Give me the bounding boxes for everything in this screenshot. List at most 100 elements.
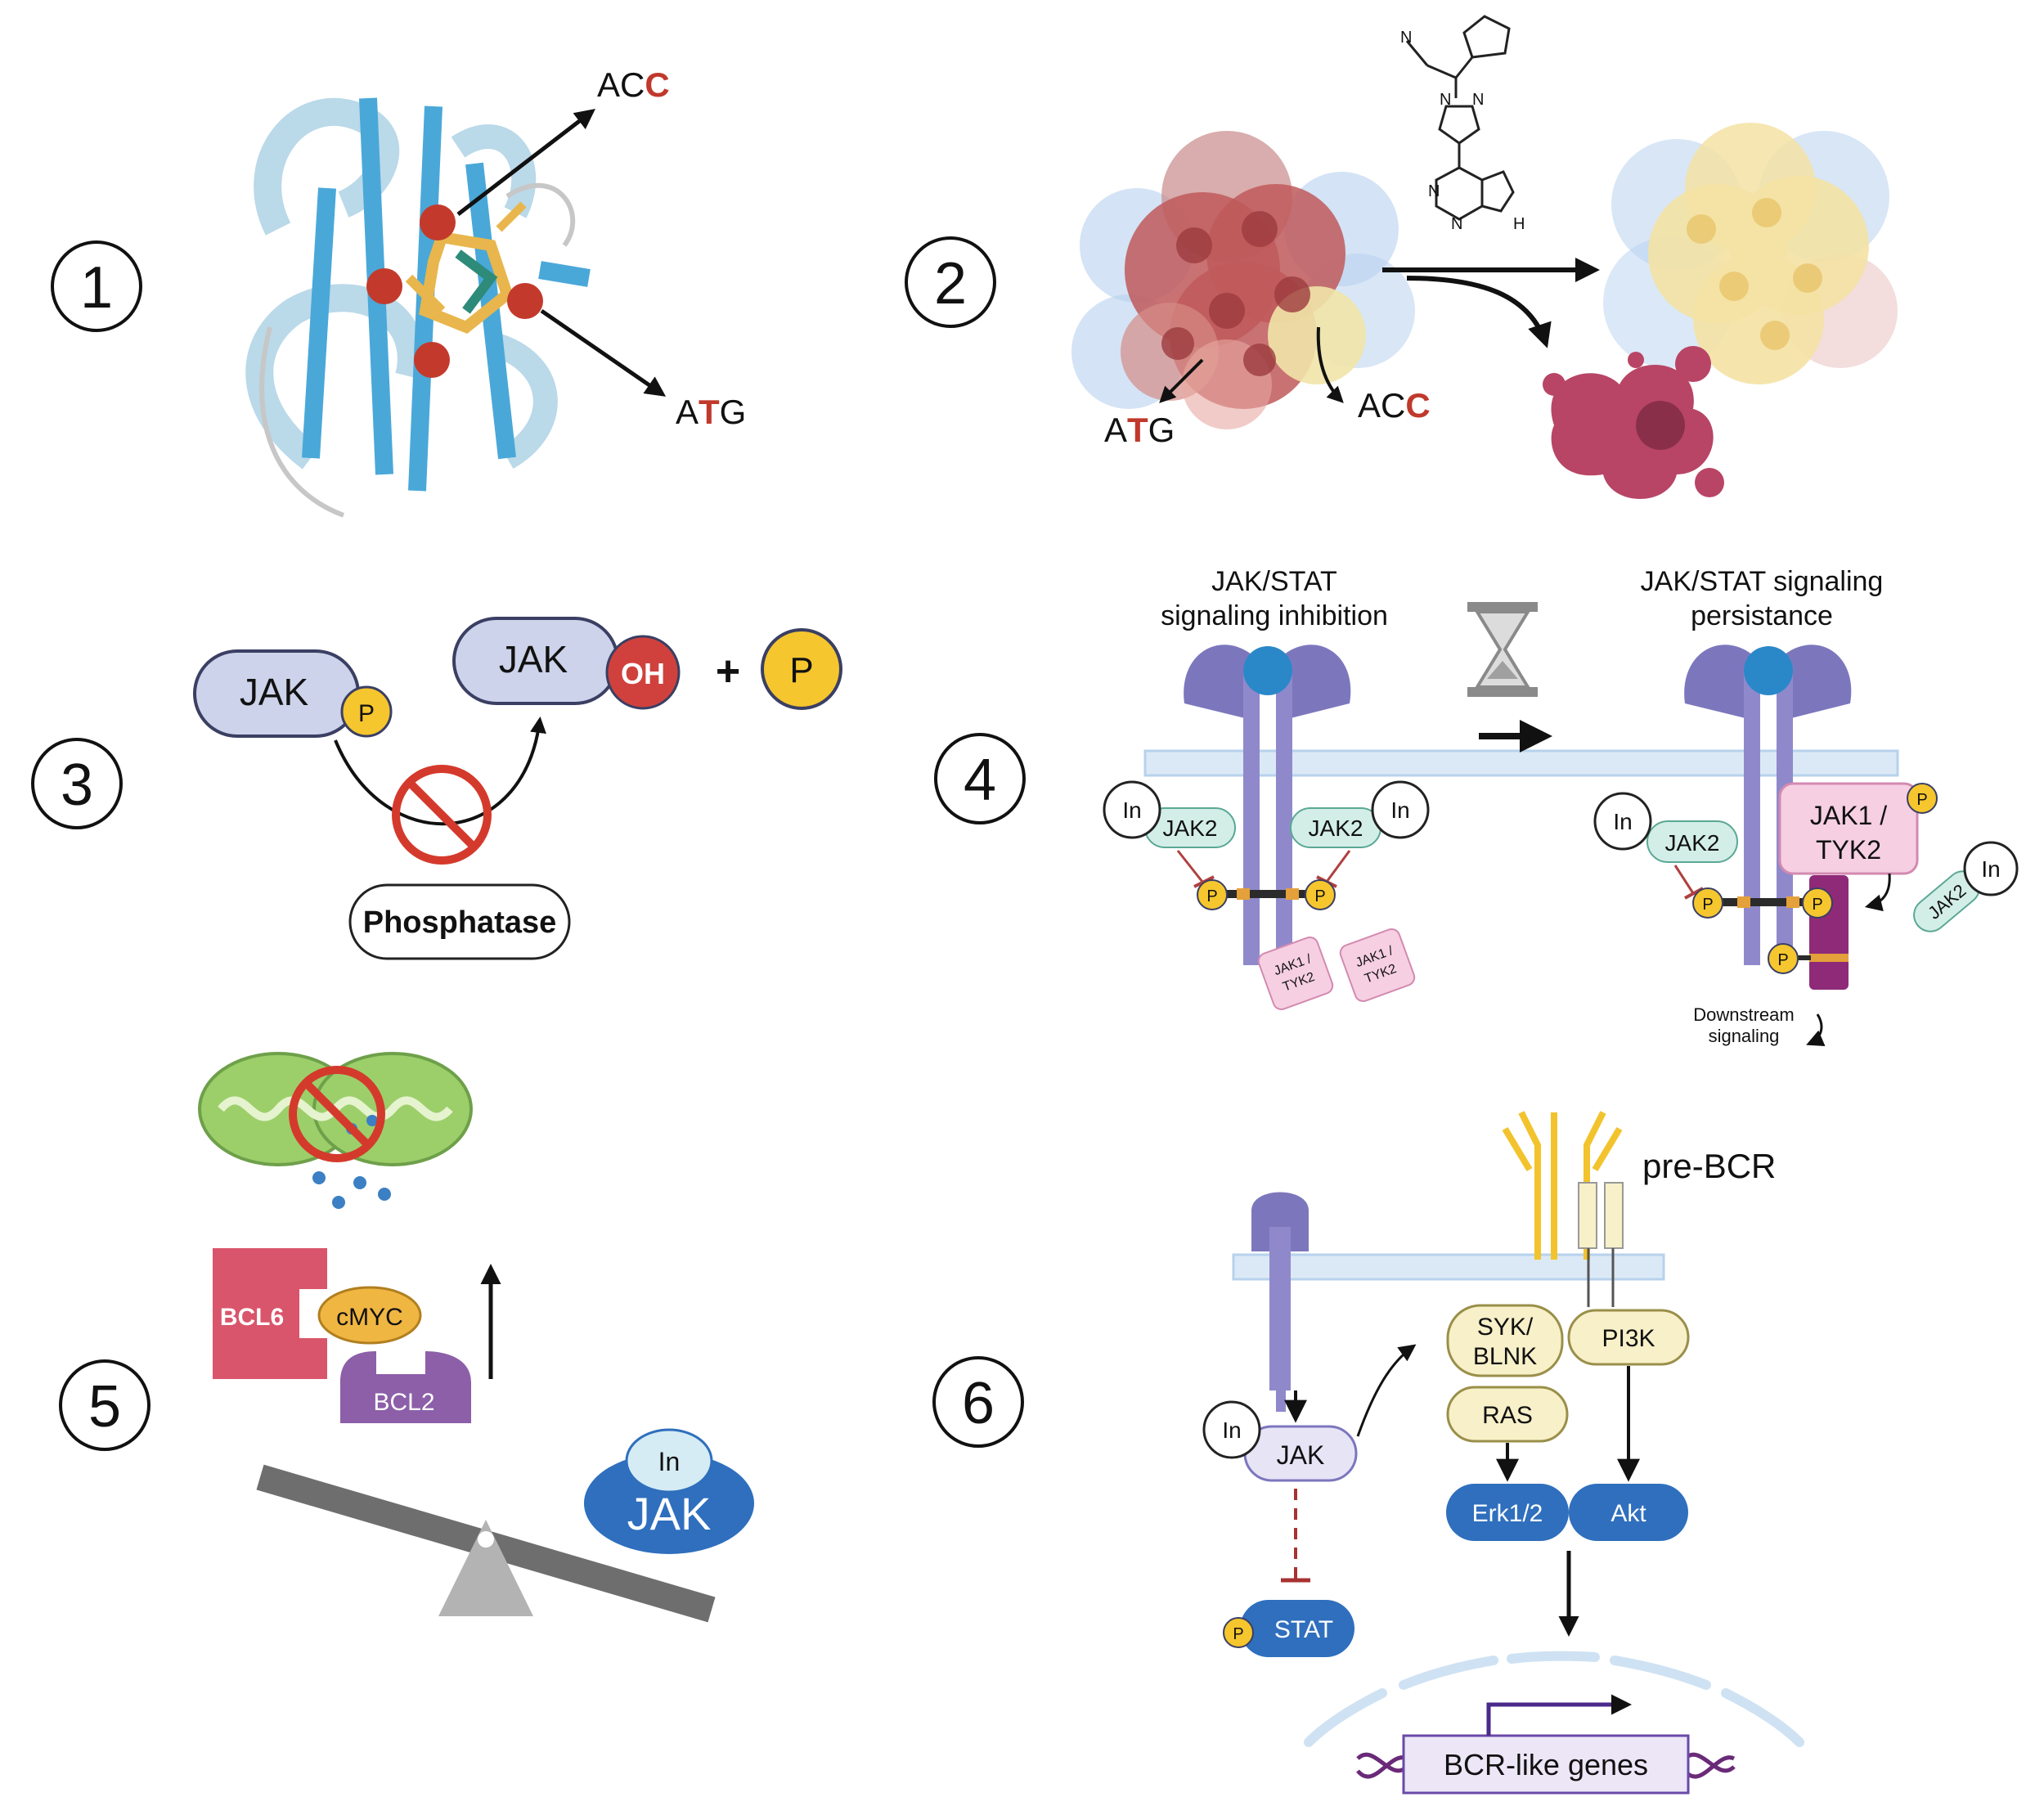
syk-blnk-node (1446, 1304, 1564, 1377)
mutation-site (507, 283, 543, 319)
jak1-tyk2-protein: JAK1 / TYK2 (1257, 936, 1334, 1011)
phosphate-label: P (1314, 887, 1325, 905)
akt-node (1569, 1484, 1688, 1541)
panel-number-circle (31, 738, 123, 829)
cytokine-receptor (1251, 1192, 1309, 1412)
transcription-arrow (1486, 1694, 1632, 1736)
arrow (1406, 276, 1552, 348)
mutated-base: T (699, 393, 720, 431)
hourglass-icon (1467, 602, 1538, 697)
inhibition-line (1673, 865, 1695, 894)
arrow (1316, 326, 1344, 403)
arrow (540, 308, 667, 397)
mutation-site (414, 342, 450, 378)
no-entry-icon (392, 765, 492, 865)
tyk2-label: TYK2 (1816, 835, 1881, 865)
pi3k-label: PI3K (1602, 1325, 1655, 1352)
jak2-label: JAK2 (1163, 815, 1218, 841)
right-title-line-1: JAK/STAT signaling (1641, 566, 1884, 597)
cytokine-receptor (1184, 645, 1351, 965)
no-entry-icon (289, 1066, 385, 1162)
bcl2-label: BCL2 (373, 1389, 434, 1416)
inhibitor-label: In (1222, 1417, 1241, 1443)
stat-label: STAT (1274, 1616, 1333, 1643)
panel-2: 2 (905, 15, 1898, 499)
inhibitor (1593, 792, 1652, 851)
phosphate-label: P (1206, 887, 1217, 905)
phosphate (340, 685, 393, 738)
cytokine-receptor (1684, 645, 1852, 965)
pre-bcr-receptor (1502, 1111, 1623, 1260)
panel-1: 1 ACC ATG (51, 65, 746, 518)
panel-number: 3 (61, 753, 93, 818)
panel-number-circle (51, 240, 142, 332)
atom-label: N (1472, 91, 1484, 109)
phosphate (1692, 887, 1723, 919)
mutation-label-left: ATG (1104, 411, 1175, 449)
left-title-line-1: JAK/STAT (1211, 566, 1337, 597)
panel-number-circle (59, 1359, 150, 1451)
cell-membrane (1232, 1253, 1665, 1281)
plus-sign: + (716, 648, 740, 695)
jak-label: JAK (627, 1488, 712, 1539)
downstream-label-2: signaling (1709, 1026, 1780, 1046)
inhibitor (625, 1428, 713, 1494)
panel-number: 2 (934, 251, 967, 317)
mutation-label-right: ACC (1358, 386, 1431, 425)
phosphate-label: P (1916, 791, 1927, 809)
phosphate (1197, 879, 1228, 910)
inhibitor-label: In (1613, 809, 1632, 834)
arrow (1356, 1344, 1417, 1437)
hydroxyl-label: OH (621, 657, 665, 690)
mutated-base: T (1127, 411, 1148, 449)
mutation-site (420, 204, 456, 240)
arrow (1159, 358, 1204, 403)
panel-4: 4 JAK/STAT signaling inhibition JAK/STAT… (934, 566, 2019, 1047)
ruxolitinib-structure-icon (1405, 15, 1515, 221)
panel-number: 1 (80, 255, 113, 321)
pre-bcr-chain (1578, 1182, 1597, 1249)
jak-protein (584, 1453, 754, 1554)
phosphate-label: P (1233, 1625, 1243, 1643)
mitochondrion-icon (198, 1052, 473, 1209)
cmyc-protein (317, 1286, 422, 1345)
phosphate (1223, 1617, 1254, 1648)
panel-number-circle (934, 733, 1026, 824)
left-title-line-2: signaling inhibition (1161, 600, 1388, 631)
ras-label: RAS (1482, 1402, 1533, 1429)
mutation-label-top-prefix: AC (597, 65, 645, 104)
erk-node (1446, 1484, 1569, 1541)
phosphate (761, 628, 842, 710)
panel-number-circle (932, 1356, 1024, 1448)
gene-box (1402, 1734, 1690, 1795)
arrow (1806, 1013, 1826, 1047)
base-g: G (1148, 411, 1175, 449)
phosphatase-box (348, 883, 571, 960)
panel-5: 5 BCL6 cMYC BCL2 (59, 1052, 754, 1623)
phosphate-label: P (358, 700, 375, 727)
bcl6-protein (213, 1248, 327, 1379)
apoptotic-cells-icon (1543, 346, 1724, 499)
atom-label: N (1451, 215, 1462, 233)
stat-band (1809, 954, 1849, 962)
phosphate (1802, 887, 1833, 919)
phosphate-label: P (789, 650, 813, 690)
mutation-label-top: ACC (597, 65, 670, 104)
atom-label: N (1440, 91, 1451, 109)
panel-6: 6 pre-BCR SYK/ BLNK PI3K RAS Erk1/ (932, 1111, 1804, 1795)
atom-label: H (1513, 215, 1525, 233)
cmyc-label: cMYC (336, 1304, 403, 1331)
ras-node (1446, 1386, 1569, 1443)
pre-bcr-label: pre-BCR (1642, 1147, 1776, 1185)
akt-label: Akt (1610, 1500, 1646, 1527)
panel-3: 3 JAK P JAK OH + P Phosphatase (31, 617, 842, 960)
inhibition-line (1325, 850, 1351, 883)
downstream-label-1: Downstream (1693, 1004, 1794, 1025)
inhibitor-label: In (1122, 797, 1141, 823)
bond (1793, 955, 1811, 960)
right-title-line-2: persistance (1691, 600, 1833, 631)
mutation-label-bottom: ATG (676, 393, 746, 431)
inhibitor (1103, 780, 1161, 839)
hydroxyl-group (605, 635, 681, 710)
